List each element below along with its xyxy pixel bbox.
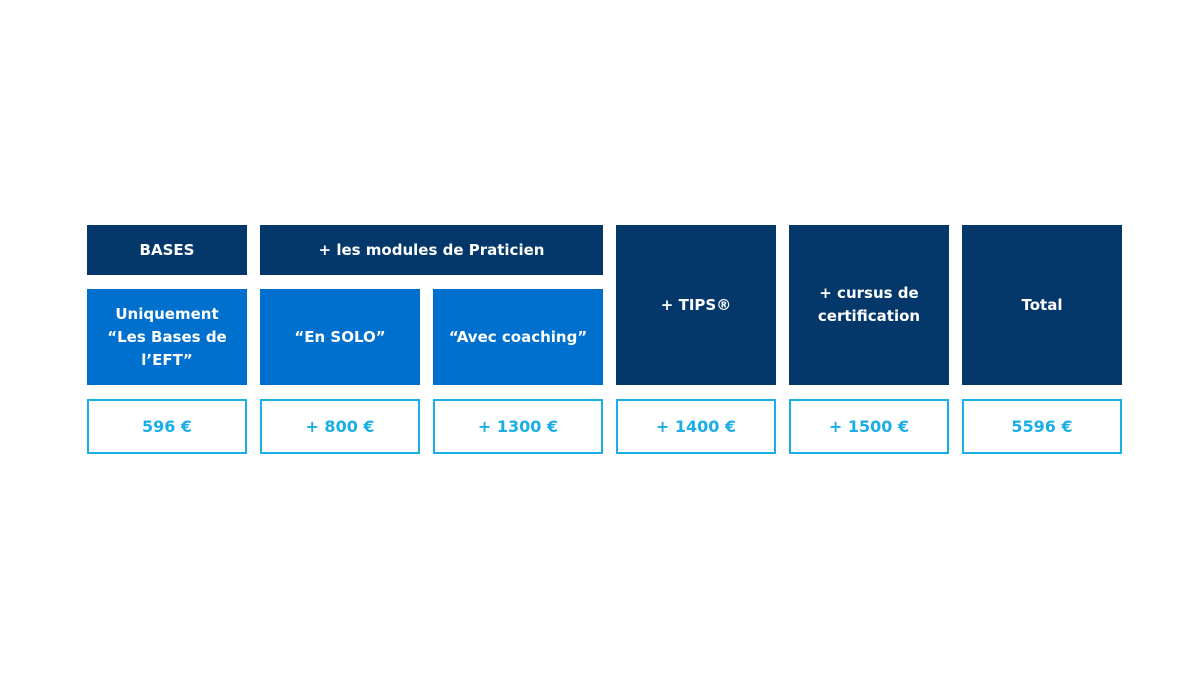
header-total: Total [962,225,1122,385]
header-cursus: + cursus de certification [789,225,949,385]
price-tips: + 1400 € [616,399,776,454]
header-tips: + TIPS® [616,225,776,385]
price-bases: 596 € [87,399,247,454]
option-solo: “En SOLO” [260,289,420,385]
option-bases-only: Uniquement “Les Bases de l’EFT” [87,289,247,385]
header-modules: + les modules de Praticien [260,225,603,275]
option-coaching: “Avec coaching” [433,289,603,385]
price-coaching: + 1300 € [433,399,603,454]
price-solo: + 800 € [260,399,420,454]
header-bases: BASES [87,225,247,275]
price-total: 5596 € [962,399,1122,454]
price-cursus: + 1500 € [789,399,949,454]
